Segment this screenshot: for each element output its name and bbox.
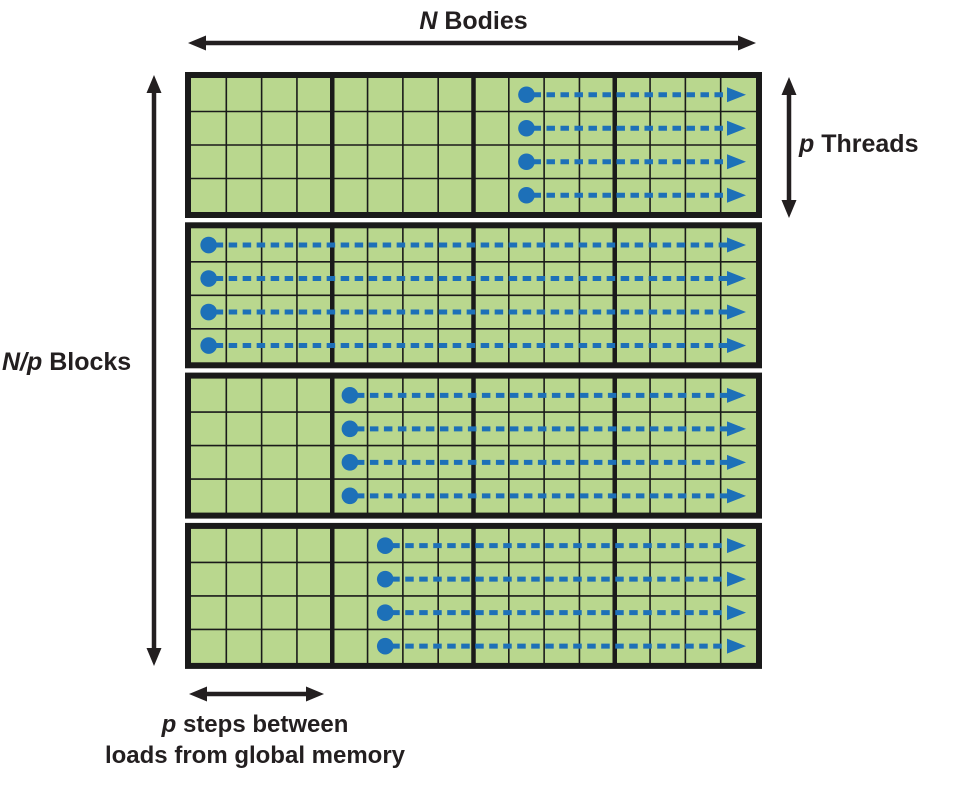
thread-progress-arrowhead-icon [727, 271, 746, 287]
load-start-dot [341, 487, 359, 505]
n-bodies-extent-arrow-head-icon [738, 35, 756, 51]
thread-progress-arrowhead-icon [727, 120, 746, 136]
thread-progress-arrowhead-icon [727, 538, 746, 554]
load-start-dot [341, 420, 359, 438]
label-p-threads-var: p [799, 130, 815, 158]
load-start-dot [200, 236, 217, 254]
thread-progress-arrowhead-icon [727, 605, 746, 621]
thread-progress-arrowhead-icon [727, 338, 746, 354]
label-np-blocks-text: Blocks [42, 348, 132, 376]
p-steps-extent-arrow-head-icon [306, 686, 324, 702]
load-start-dot [518, 153, 535, 171]
thread-progress-arrowhead-icon [727, 387, 746, 403]
thread-progress-arrowhead-icon [727, 237, 746, 253]
np-blocks-extent-arrow-head-icon [146, 648, 162, 666]
thread-progress-arrowhead-icon [727, 454, 746, 470]
thread-progress-arrowhead-icon [727, 154, 746, 170]
load-start-dot [518, 186, 535, 204]
label-p-steps-text: steps between [176, 711, 349, 738]
load-start-dot [200, 337, 217, 354]
p-threads-extent-arrow-head-icon [781, 77, 797, 95]
load-start-dot [376, 604, 394, 621]
thread-progress-arrowhead-icon [727, 87, 746, 103]
thread-progress-arrowhead-icon [727, 187, 746, 203]
p-steps-extent-arrow-head-icon [189, 686, 207, 702]
label-p-steps-line2: loads from global memory [104, 742, 406, 769]
load-start-dot [518, 86, 535, 104]
label-np-blocks-var: N/p [2, 348, 43, 376]
load-start-dot [341, 387, 359, 404]
label-p-threads-text: Threads [814, 130, 919, 158]
p-threads-extent-arrow-head-icon [781, 200, 797, 218]
load-start-dot [376, 637, 394, 655]
load-start-dot [518, 119, 535, 137]
thread-progress-arrowhead-icon [727, 421, 746, 437]
thread-progress-arrowhead-icon [727, 638, 746, 654]
label-p-steps-line1: p steps between [55, 709, 455, 740]
load-start-dot [376, 570, 394, 588]
label-n-bodies: N Bodies [185, 7, 762, 36]
load-start-dot [200, 303, 217, 321]
np-blocks-extent-arrow-head-icon [146, 75, 162, 93]
load-start-dot [341, 454, 359, 471]
label-p-steps: p steps between loads from global memory [55, 709, 455, 771]
n-bodies-extent-arrow-head-icon [188, 35, 206, 51]
label-p-threads: p Threads [799, 130, 918, 159]
thread-progress-arrowhead-icon [727, 488, 746, 504]
thread-progress-arrowhead-icon [727, 571, 746, 587]
label-n-bodies-var: N [419, 7, 438, 35]
label-np-blocks: N/p Blocks [2, 348, 131, 377]
label-p-steps-var: p [161, 711, 177, 738]
load-start-dot [376, 537, 394, 554]
label-n-bodies-text: Bodies [437, 7, 528, 35]
thread-progress-arrowhead-icon [727, 304, 746, 320]
load-start-dot [200, 270, 217, 287]
